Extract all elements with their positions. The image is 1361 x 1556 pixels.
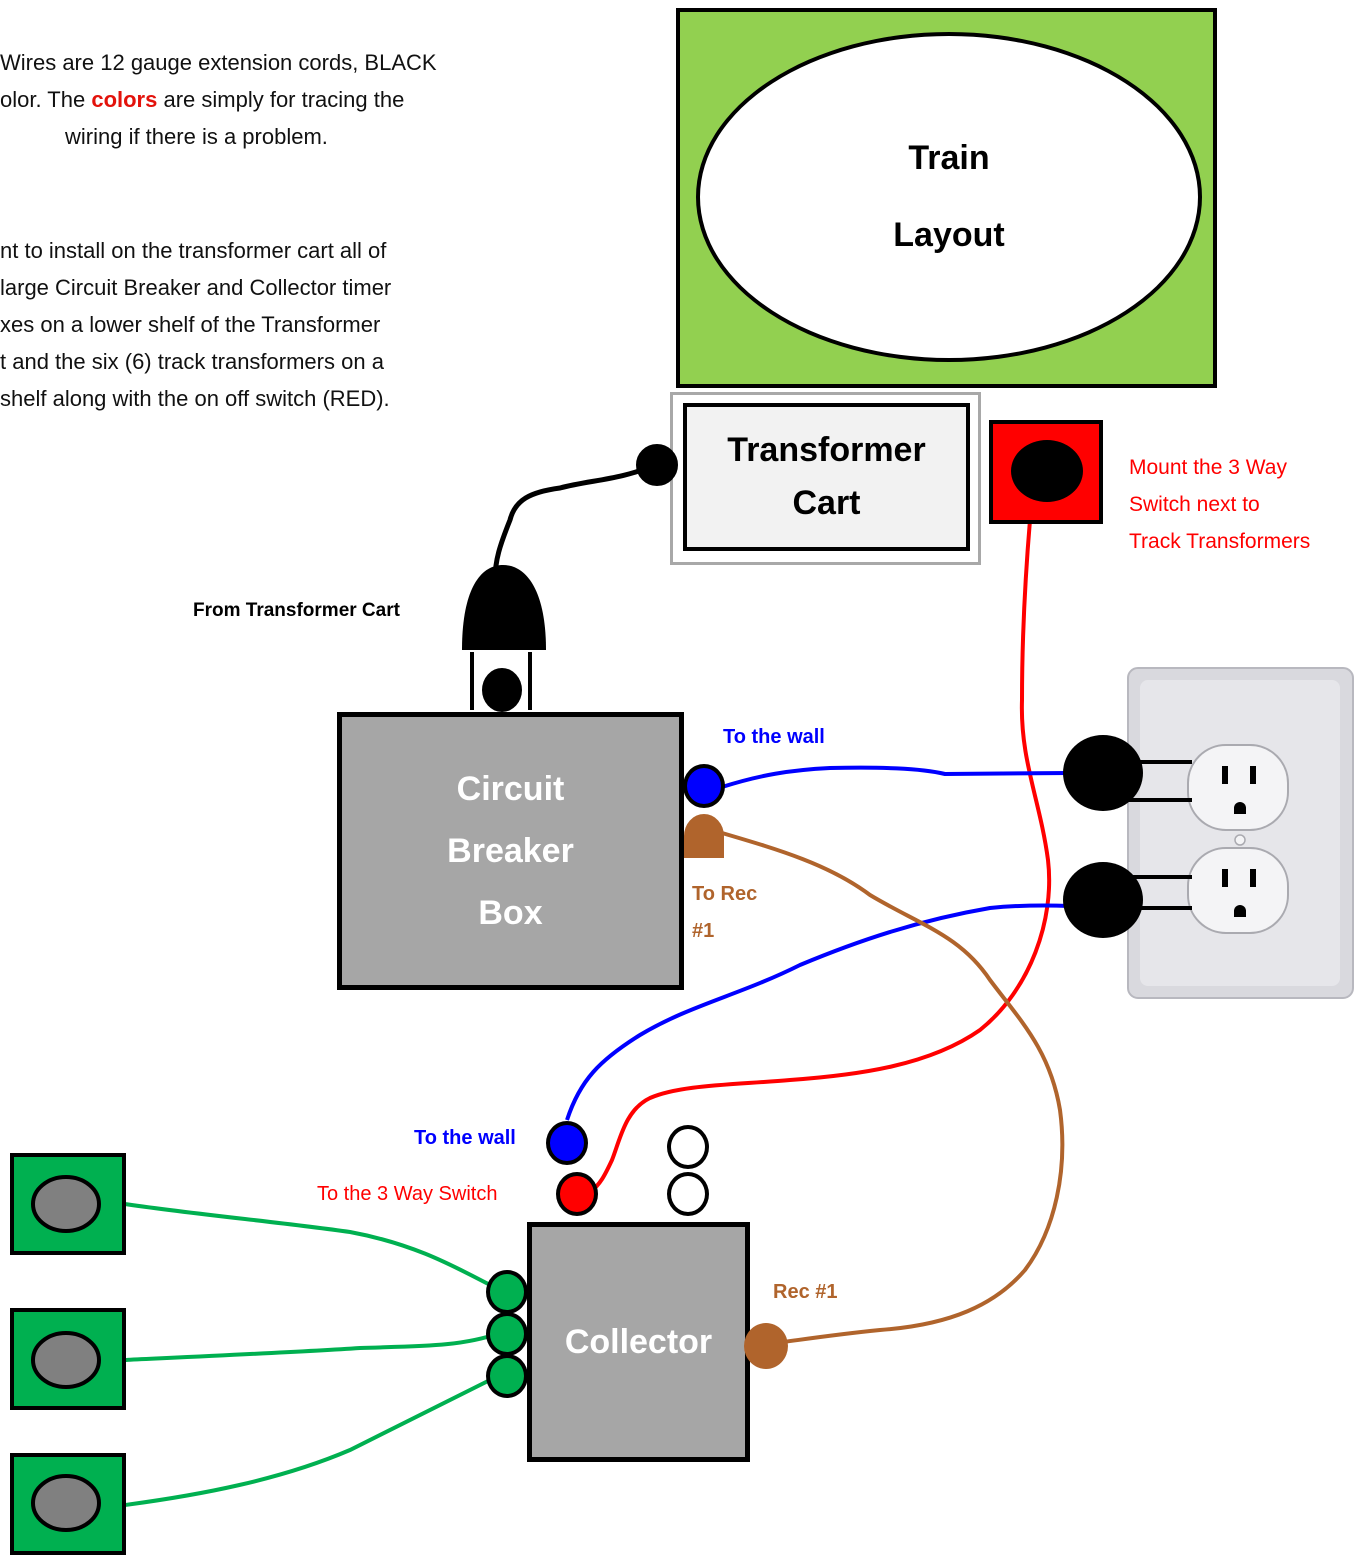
plan-line-4: t and the six (6) track transformers on … bbox=[0, 349, 384, 374]
green-wire-3 bbox=[124, 1373, 501, 1507]
switch-note-line-3: Track Transformers bbox=[1129, 530, 1311, 553]
intro-line-2: olor. The colors are simply for tracing … bbox=[0, 81, 560, 118]
collector-green-terminal-2 bbox=[486, 1312, 528, 1356]
intro-colors-highlight: colors bbox=[91, 87, 158, 112]
train-layout-board: Train Layout bbox=[676, 8, 1217, 388]
plan-line-2: large Circuit Breaker and Collector time… bbox=[0, 275, 392, 300]
breaker-label-line-1: Circuit bbox=[456, 770, 565, 808]
switch-note-line-2: Switch next to bbox=[1129, 493, 1260, 516]
black-cord bbox=[492, 462, 656, 581]
wall-outlet-icon bbox=[1127, 667, 1354, 999]
red-wire bbox=[588, 519, 1052, 1194]
circuit-breaker-box: Circuit Breaker Box bbox=[337, 712, 684, 990]
intro-note: Wires are 12 gauge extension cords, BLAC… bbox=[0, 44, 560, 155]
train-layout-oval: Train Layout bbox=[696, 32, 1202, 362]
collector-brown-terminal bbox=[744, 1323, 788, 1369]
cart-label-line-1: Transformer bbox=[727, 431, 926, 469]
intro-line-3: wiring if there is a problem. bbox=[65, 124, 328, 149]
intro-line-2-post: are simply for tracing the bbox=[157, 87, 405, 112]
brown-wire bbox=[721, 831, 1065, 1346]
collector-wall-label: To the wall bbox=[414, 1127, 516, 1149]
blue-wire-collector-to-wall bbox=[565, 903, 1071, 1121]
intro-line-1: Wires are 12 gauge extension cords, BLAC… bbox=[0, 50, 437, 75]
collector-red-terminal bbox=[556, 1172, 598, 1216]
transformer-cart-frame: Transformer Cart bbox=[670, 392, 981, 565]
collector-blue-terminal bbox=[546, 1121, 588, 1165]
switch-note-line-1: Mount the 3 Way bbox=[1129, 456, 1287, 479]
plug-icon bbox=[462, 565, 546, 712]
collector-switch-label: To the 3 Way Switch bbox=[317, 1183, 498, 1205]
outlet-plug-top bbox=[1063, 735, 1192, 811]
layout-title-line-1: Train bbox=[908, 139, 990, 177]
track-transformer-1 bbox=[10, 1153, 126, 1255]
switch-knob-icon bbox=[1011, 440, 1083, 502]
collector-box: Collector bbox=[527, 1222, 750, 1462]
green-wire-2 bbox=[124, 1331, 501, 1362]
breaker-rec-line-2: #1 bbox=[692, 920, 715, 942]
collector-white-terminal-2 bbox=[667, 1172, 709, 1216]
track-transformer-2 bbox=[10, 1308, 126, 1410]
collector-white-terminal-1 bbox=[667, 1125, 709, 1169]
collector-rec-label: Rec #1 bbox=[773, 1281, 838, 1303]
plan-line-1: nt to install on the transformer cart al… bbox=[0, 238, 387, 263]
layout-title-line-2: Layout bbox=[893, 216, 1005, 254]
breaker-label-line-3: Box bbox=[478, 894, 543, 932]
breaker-rec-line-1: To Rec bbox=[692, 883, 758, 905]
cart-connector bbox=[636, 444, 678, 486]
breaker-rec-label: To Rec #1 bbox=[692, 876, 757, 950]
breaker-label-line-2: Breaker bbox=[447, 832, 574, 870]
green-wire-1 bbox=[124, 1202, 501, 1292]
plan-note: nt to install on the transformer cart al… bbox=[0, 232, 560, 417]
collector-title: Collector bbox=[564, 1322, 713, 1361]
outlet-plug-bottom bbox=[1063, 862, 1192, 938]
breaker-blue-terminal bbox=[683, 764, 725, 808]
breaker-wall-label: To the wall bbox=[723, 726, 825, 748]
switch-note: Mount the 3 Way Switch next to Track Tra… bbox=[1129, 449, 1310, 560]
plug-label: From Transformer Cart bbox=[193, 600, 400, 621]
plan-line-3: xes on a lower shelf of the Transformer bbox=[0, 312, 381, 337]
breaker-brown-terminal bbox=[684, 814, 724, 858]
collector-green-terminal-1 bbox=[486, 1270, 528, 1314]
transformer-cart: Transformer Cart bbox=[683, 403, 970, 551]
track-transformer-3 bbox=[10, 1453, 126, 1555]
intro-line-2-pre: olor. The bbox=[0, 87, 92, 112]
collector-green-terminal-3 bbox=[486, 1354, 528, 1398]
three-way-switch bbox=[989, 420, 1103, 524]
cart-label-line-2: Cart bbox=[792, 484, 861, 522]
blue-wire-breaker-to-wall bbox=[721, 765, 1071, 789]
plan-line-5: shelf along with the on off switch (RED)… bbox=[0, 386, 390, 411]
